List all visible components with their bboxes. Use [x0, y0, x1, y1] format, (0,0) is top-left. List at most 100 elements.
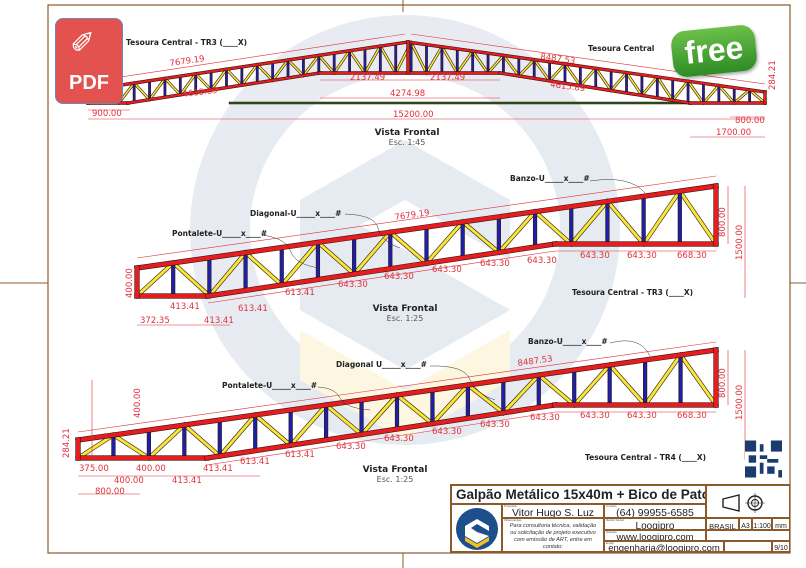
diagonal-member — [502, 54, 520, 78]
email-caption: Email — [606, 541, 614, 545]
diagonal-member — [517, 58, 536, 78]
diagonal-member — [671, 80, 690, 102]
tr4-dim-total-height: 1500.00 — [735, 385, 745, 420]
contact-caption: Contato — [606, 504, 617, 508]
diagonal-member — [348, 49, 367, 75]
email-link[interactable]: engenharia@loogipro.com — [608, 543, 720, 552]
website-link[interactable]: www.loogipro.com — [616, 532, 694, 541]
diagonal-member — [253, 412, 293, 448]
diagonal-member — [440, 45, 459, 75]
observation-caption: Observações — [504, 518, 522, 522]
contact-phone: (64) 99955-6585 — [616, 507, 694, 518]
tr4-dim-400-height: 400.00 — [133, 388, 143, 418]
diagonal-member — [486, 54, 505, 75]
top-view-title-right: Tesoura Central — [588, 44, 654, 53]
revision-cell — [706, 530, 790, 541]
bottom-chord — [204, 402, 558, 461]
dim-top-chord-left: 7679.19 — [169, 54, 205, 69]
date-cell — [724, 541, 772, 552]
diagonal-member — [702, 84, 720, 105]
country-cell: BRASIL — [706, 518, 739, 530]
qr-code[interactable] — [745, 440, 782, 478]
tr3-dim: 413.41 — [204, 316, 234, 326]
tr3-pontalete-label: Pontalete-U_____x____# — [172, 229, 267, 238]
diagonal-member — [425, 45, 443, 75]
tr3-dim: 643.30 — [384, 272, 414, 282]
designer-name: Vitor Hugo S. Luz — [511, 507, 595, 518]
diagonal-member — [610, 71, 628, 92]
sheet-cell: 9/10 — [772, 541, 790, 552]
diagonal-member — [217, 412, 258, 459]
diagonal-member — [430, 382, 471, 426]
diagonal-member — [75, 432, 116, 461]
diagonal-member — [359, 392, 400, 437]
diagonal-member — [288, 402, 329, 448]
diagonal-member — [271, 58, 290, 82]
top-chord — [86, 40, 410, 92]
top-view-title-left: Tesoura Central - TR3 (____X) — [126, 38, 247, 47]
top-view-title: Vista Frontal — [375, 128, 440, 138]
diagonal-member — [678, 352, 719, 408]
pdf-badge[interactable]: ✐ PDF — [55, 18, 123, 104]
tr3-dim-total-height: 1500.00 — [735, 225, 745, 260]
diagonal-member — [677, 189, 719, 247]
tr4-dim: 413.41 — [172, 476, 202, 486]
diagonal-member — [134, 260, 176, 299]
diagonal-member — [256, 63, 274, 82]
diagonal-member — [643, 352, 683, 408]
tr4-banzo-label: Banzo-U_____x____# — [528, 337, 608, 346]
truss-drawings — [75, 40, 767, 461]
tr3-dim: 668.30 — [677, 251, 707, 261]
diagonal-member — [532, 209, 574, 247]
sheet-border — [47, 4, 791, 554]
diagonal-member — [315, 240, 357, 277]
tr3-diagonal-label: Diagonal-U_____x____# — [250, 209, 341, 218]
diagonal-member — [536, 372, 577, 408]
tr4-dim: 400.00 — [114, 476, 144, 486]
bottom-chord — [205, 241, 558, 299]
tr3-dim: 643.30 — [480, 259, 510, 269]
diagonal-member — [146, 422, 187, 461]
tr4-view-title: Vista Frontal — [363, 465, 428, 475]
diagonal-member — [194, 72, 213, 92]
company-cell: Razão Social Loogipro — [604, 518, 706, 530]
tr4-dim: 413.41 — [203, 464, 233, 474]
loogipro-logo — [456, 508, 498, 550]
diagonal-member — [225, 68, 243, 87]
dim-bottom-left-slope: 4615.89 — [182, 86, 218, 100]
tr3-dim: 643.30 — [338, 280, 368, 290]
title-cell: Galpão Metálico 15x40m + Bico de Pato 5m — [451, 485, 706, 504]
diagonal-member — [496, 209, 538, 255]
tr4-dim: 643.30 — [580, 411, 610, 421]
projection-symbol-icon — [722, 493, 765, 513]
diagonal-member — [410, 41, 428, 75]
diagonal-member — [465, 382, 506, 415]
dim-left-flat: 2137.49 — [350, 73, 385, 83]
designer-caption: Projetista — [504, 504, 517, 508]
tr4-dim: 643.30 — [432, 427, 462, 437]
drawing-scale: 1:100 — [753, 523, 771, 530]
diagonal-member — [179, 72, 197, 96]
tr4-dim: 643.30 — [480, 420, 510, 430]
tr4-pontalete-label: Pontalete-U_____x____# — [222, 381, 317, 390]
diagonal-member — [379, 45, 397, 75]
dim-right-1700: 1700.00 — [716, 128, 751, 138]
tr3-dim-left-height: 400.00 — [125, 268, 135, 298]
tr4-dim: 613.41 — [240, 457, 270, 467]
tr4-dim: 643.30 — [336, 442, 366, 452]
diagonal-member — [456, 49, 474, 75]
website-cell: Website www.loogipro.com — [604, 530, 706, 541]
diagonal-member — [471, 49, 490, 75]
diagonal-member — [207, 250, 248, 298]
logo-cell — [451, 504, 502, 552]
company-caption: Razão Social — [606, 518, 624, 522]
diagonal-member — [460, 219, 501, 255]
pdf-label: PDF — [69, 72, 109, 94]
tr3-dim: 643.30 — [432, 265, 462, 275]
diagonal-member — [686, 80, 705, 105]
diagonal-member — [148, 77, 167, 101]
tr4-dim: 613.41 — [285, 450, 315, 460]
tr4-dim-bottom-800: 800.00 — [95, 487, 125, 497]
tr4-dim: 375.00 — [79, 464, 109, 474]
